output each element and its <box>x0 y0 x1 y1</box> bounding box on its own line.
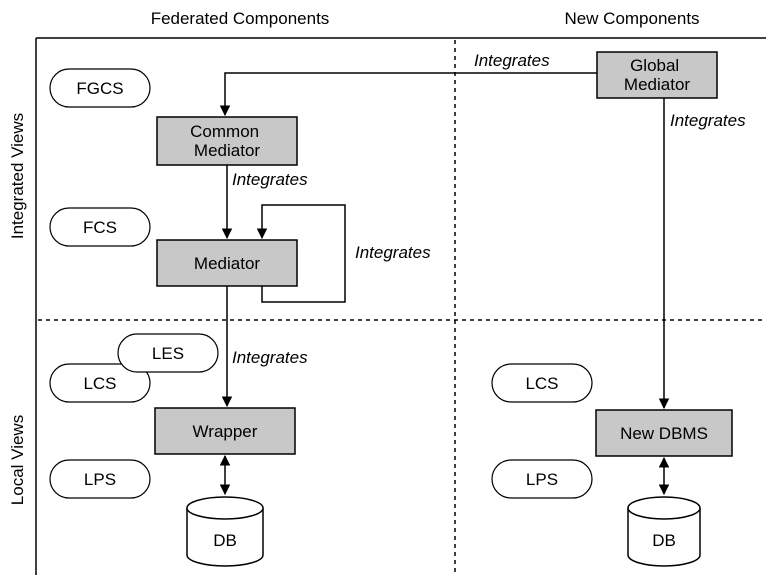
db-label-right: DB <box>652 531 676 550</box>
edge-label-global-to-newdbms: Integrates <box>670 111 746 130</box>
new-dbms-label: New DBMS <box>620 424 708 443</box>
global-mediator-label: Global Mediator <box>624 56 690 94</box>
db-cylinder-right <box>627 496 701 567</box>
wrapper-box <box>154 407 296 455</box>
arrow-mediator-self-loop <box>256 204 346 303</box>
common-mediator-line-2: Mediator <box>194 141 260 160</box>
global-mediator-box <box>596 51 718 99</box>
schema-oval-lps-left <box>49 459 151 499</box>
edge-label-global-to-common: Integrates <box>474 51 550 70</box>
schema-oval-lcs-right <box>491 363 593 403</box>
mediator-box <box>156 239 298 287</box>
schema-label-fcs: FCS <box>83 218 117 237</box>
schema-label-les: LES <box>152 344 184 363</box>
wrapper-label: Wrapper <box>193 422 258 441</box>
header-new-components: New Components <box>564 9 699 28</box>
schema-oval-lcs-left <box>49 363 151 403</box>
global-mediator-line-1: Global <box>630 56 679 75</box>
mediator-label: Mediator <box>194 254 260 273</box>
global-mediator-line-2: Mediator <box>624 75 690 94</box>
schema-oval-les <box>117 333 219 373</box>
new-dbms-box <box>595 409 733 457</box>
edge-label-common-to-mediator: Integrates <box>232 170 308 189</box>
arrow-global-to-common <box>219 72 597 117</box>
header-federated-components: Federated Components <box>151 9 330 28</box>
schema-oval-fgcs <box>49 68 151 108</box>
schema-label-lps-left: LPS <box>84 470 116 489</box>
schema-label-fgcs: FGCS <box>76 79 123 98</box>
schema-oval-fcs <box>49 207 151 247</box>
common-mediator-label: Common Mediator <box>190 122 264 160</box>
side-label-integrated-views: Integrated Views <box>8 113 27 239</box>
schema-label-lcs-left: LCS <box>83 374 116 393</box>
common-mediator-box <box>156 116 298 166</box>
schema-oval-lps-right <box>491 459 593 499</box>
edge-label-mediator-to-wrapper: Integrates <box>232 348 308 367</box>
db-cylinder-left <box>186 496 264 567</box>
edge-label-mediator-self: Integrates <box>355 243 431 262</box>
db-label-left: DB <box>213 531 237 550</box>
schema-label-lps-right: LPS <box>526 470 558 489</box>
side-label-local-views: Local Views <box>8 415 27 505</box>
common-mediator-line-1: Common <box>190 122 259 141</box>
schema-label-lcs-right: LCS <box>525 374 558 393</box>
